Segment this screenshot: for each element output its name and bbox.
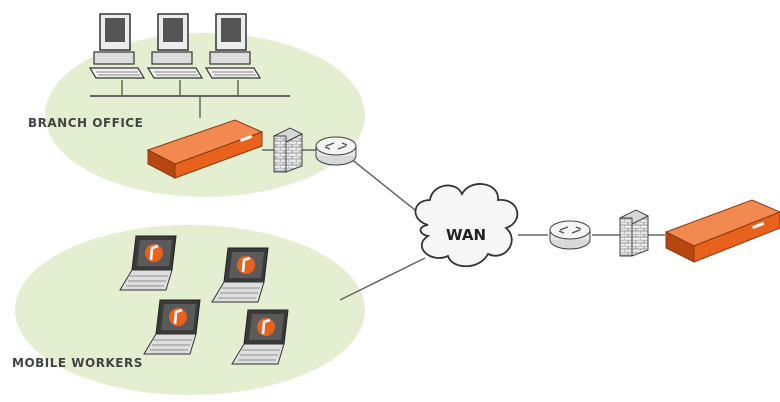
- laptop-icon: [119, 235, 177, 291]
- mobile-workers-label: MOBILE WORKERS: [12, 356, 143, 370]
- branch-appliance: [146, 119, 264, 179]
- router-icon: [549, 220, 591, 250]
- wan-label: WAN: [446, 226, 487, 244]
- branch-office-zone: [45, 33, 365, 197]
- desktop-computer-icon: [146, 13, 204, 79]
- links: [90, 80, 665, 301]
- firewall-icon: [618, 209, 650, 257]
- firewall-icon: [272, 127, 304, 173]
- laptop-icon: [143, 299, 201, 355]
- laptop-icon: [231, 309, 289, 365]
- hq-appliance: [664, 199, 780, 263]
- branch-office-label: BRANCH OFFICE: [28, 116, 144, 130]
- laptop-icon: [211, 247, 269, 303]
- desktop-computer-icon: [88, 13, 146, 79]
- router-icon: [315, 136, 357, 166]
- desktop-computer-icon: [204, 13, 262, 79]
- cloud-icon: [414, 183, 519, 268]
